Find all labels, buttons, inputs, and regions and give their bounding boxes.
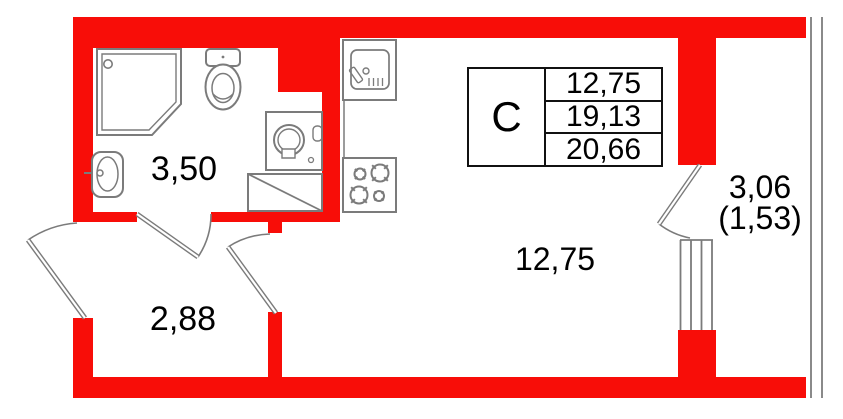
balcony-area-reduced-label: (1,53) <box>718 200 802 236</box>
bathroom-door-icon <box>137 214 211 257</box>
living-room-area-label: 12,75 <box>514 241 596 277</box>
wall-bathroom-block <box>278 17 340 92</box>
wall-hall-divider-stub <box>268 222 282 233</box>
washing-machine-icon <box>266 112 322 170</box>
hallway-area-label: 2,88 <box>149 300 217 338</box>
legend-apartment-area: 19,13 <box>546 99 661 135</box>
legend-table: С 12,75 19,13 20,66 <box>467 67 663 167</box>
balcony-glazing-icon <box>811 17 822 398</box>
legend-living-area: 12,75 <box>565 67 642 101</box>
living-room-door-icon <box>228 234 276 313</box>
wall-bottom <box>73 377 806 398</box>
shower-icon <box>97 49 181 135</box>
balcony-door-icon <box>659 165 700 238</box>
wall-right-upper <box>678 17 716 165</box>
legend-total-area: 20,66 <box>565 132 642 166</box>
wall-left-upper <box>73 17 93 222</box>
toilet-icon <box>206 49 241 110</box>
stove-icon <box>343 158 396 212</box>
wall-bathroom-bottom-left <box>73 212 137 222</box>
entrance-door-icon <box>28 223 85 318</box>
balcony-area-label: 3,06 <box>728 169 792 205</box>
wall-hall-divider <box>268 312 282 378</box>
wall-bathroom-bottom-right <box>211 212 340 222</box>
balcony-window-icon <box>680 240 713 330</box>
legend-unit-type: С <box>469 69 546 165</box>
bathroom-area-label: 3,50 <box>150 150 218 188</box>
wall-right-lower <box>678 330 716 377</box>
bathroom-sink-icon <box>84 152 123 197</box>
kitchen-sink-icon <box>343 40 396 100</box>
wall-bathroom-top <box>73 17 280 48</box>
cabinet-icon <box>248 174 322 211</box>
